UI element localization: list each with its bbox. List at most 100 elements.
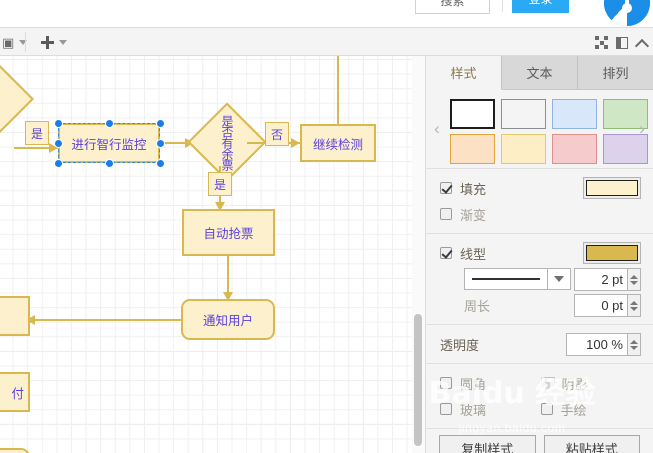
- search-button[interactable]: 搜索: [415, 0, 490, 14]
- swatch-next-button[interactable]: ›: [639, 119, 645, 138]
- node-shifou-chexiao[interactable]: 是否撤销: [0, 57, 35, 141]
- perimeter-value[interactable]: 0 pt: [574, 294, 628, 317]
- diagram-canvas[interactable]: 是否撤销 是 进行智行监控 是否有余票 否 继续检测 是 自动抢票 通知用户: [0, 56, 412, 453]
- node-jixu-jiance[interactable]: 继续检测: [300, 124, 376, 162]
- connector-chexiao-to-jiankong: [14, 147, 60, 149]
- node-label: 自动抢票: [203, 226, 254, 241]
- line-label: 线型: [460, 247, 487, 263]
- line-color-button[interactable]: [583, 242, 641, 264]
- effects-section: 圆角 阴影 玻璃 手绘: [426, 363, 653, 428]
- collapse-icon[interactable]: [636, 37, 647, 48]
- chevron-down-icon: [59, 40, 67, 45]
- opacity-value[interactable]: 100 %: [566, 333, 628, 356]
- fill-label: 填充: [460, 182, 487, 198]
- resize-handle-nw[interactable]: [54, 119, 63, 128]
- edge-label-shi-1[interactable]: 是: [25, 121, 49, 145]
- line-width-spin-buttons[interactable]: [628, 268, 641, 291]
- swatch-red[interactable]: [552, 134, 597, 164]
- fill-color-button[interactable]: [583, 177, 641, 199]
- line-style-select[interactable]: [464, 268, 571, 290]
- shape-library-icon: ▣: [2, 34, 15, 50]
- corner-label: 圆角: [460, 377, 487, 393]
- resize-handle-n[interactable]: [105, 119, 114, 128]
- swatch-gray[interactable]: [501, 99, 546, 129]
- glass-row[interactable]: 玻璃: [440, 396, 541, 422]
- swatch-blue[interactable]: [552, 99, 597, 129]
- format-panel-tabs: 样式 文本 排列: [426, 56, 653, 90]
- canvas-vertical-scrollbar[interactable]: [412, 56, 425, 453]
- sketch-row[interactable]: 手绘: [540, 396, 642, 422]
- node-label: 是否撤销: [0, 70, 22, 128]
- resize-handle-e[interactable]: [156, 139, 165, 148]
- glass-checkbox[interactable]: [440, 403, 452, 415]
- fill-section: 填充 渐变: [426, 168, 653, 233]
- top-divider: [502, 0, 503, 12]
- node-zidong-qiangpiao[interactable]: 自动抢票: [182, 209, 275, 256]
- resize-handle-se[interactable]: [156, 159, 165, 168]
- tab-text[interactable]: 文本: [502, 56, 578, 89]
- resize-handle-ne[interactable]: [156, 119, 165, 128]
- style-action-buttons: 复制样式 粘贴样式: [426, 428, 653, 453]
- style-swatch-area: ‹ ›: [426, 90, 653, 168]
- arrow-head: [26, 315, 35, 325]
- node-tongzhi-yonghu[interactable]: 通知用户: [181, 299, 275, 340]
- resize-handle-sw[interactable]: [54, 159, 63, 168]
- fill-checkbox[interactable]: [440, 182, 452, 194]
- swatch-purple[interactable]: [603, 134, 648, 164]
- resize-handle-s[interactable]: [105, 159, 114, 168]
- copy-style-button[interactable]: 复制样式: [439, 435, 536, 453]
- swatch-prev-button[interactable]: ‹: [434, 119, 440, 138]
- edge-label-fou[interactable]: 否: [265, 122, 289, 146]
- perimeter-row: 周长 0 pt: [440, 292, 641, 318]
- node-label: 继续检测: [312, 136, 363, 152]
- shape-library-menu[interactable]: ▣: [2, 28, 28, 57]
- browser-top-bar: 搜索 登录: [0, 0, 653, 27]
- fit-to-screen-icon[interactable]: [595, 36, 608, 49]
- gradient-label: 渐变: [460, 208, 487, 224]
- gradient-row[interactable]: 渐变: [440, 201, 641, 227]
- swatch-orange[interactable]: [450, 134, 495, 164]
- node-left-clipped-1[interactable]: [0, 296, 30, 336]
- edge-label-shi-2[interactable]: 是: [208, 172, 232, 196]
- swatch-green[interactable]: [603, 99, 648, 129]
- line-row[interactable]: 线型: [440, 240, 641, 266]
- perimeter-spin-buttons[interactable]: [628, 294, 641, 317]
- glass-label: 玻璃: [460, 403, 487, 419]
- corner-row[interactable]: 圆角: [440, 370, 541, 396]
- connector-qiangpiao-to-tongzhi: [227, 256, 229, 301]
- fill-row[interactable]: 填充: [440, 175, 641, 201]
- format-panel: 样式 文本 排列 ‹ › 填充 渐变 线: [425, 56, 653, 453]
- line-width-stepper[interactable]: 2 pt: [574, 268, 641, 291]
- shadow-icon: [540, 376, 555, 390]
- node-shifou-youpiao[interactable]: 是否有余票: [187, 102, 267, 182]
- baidu-logo-icon: [604, 0, 650, 26]
- node-left-clipped-3[interactable]: [0, 448, 30, 453]
- add-shape-button[interactable]: [41, 28, 67, 57]
- tab-layout[interactable]: 排列: [578, 56, 653, 89]
- paste-style-button[interactable]: 粘贴样式: [543, 435, 640, 453]
- node-label: 进行智行监控: [71, 136, 147, 152]
- opacity-spin-buttons[interactable]: [628, 333, 641, 356]
- sketch-checkbox[interactable]: [540, 403, 553, 415]
- node-left-clipped-2[interactable]: 付: [0, 372, 30, 412]
- swatch-grid: [450, 99, 648, 164]
- line-width-value[interactable]: 2 pt: [574, 268, 628, 291]
- resize-handle-w[interactable]: [54, 139, 63, 148]
- gradient-checkbox[interactable]: [440, 208, 452, 220]
- line-checkbox[interactable]: [440, 247, 452, 259]
- node-jinxing-zhixing-jiankong[interactable]: 进行智行监控: [58, 123, 160, 163]
- arrow-head: [49, 143, 58, 153]
- shadow-row[interactable]: 阴影: [540, 370, 642, 396]
- node-label: 通知用户: [202, 313, 253, 328]
- opacity-stepper[interactable]: 100 %: [566, 333, 641, 356]
- node-label: 是否有余票: [220, 114, 234, 170]
- toggle-panel-icon[interactable]: [616, 36, 628, 49]
- swatch-white[interactable]: [450, 99, 495, 129]
- swatch-yellow[interactable]: [501, 134, 546, 164]
- login-button[interactable]: 登录: [512, 0, 569, 13]
- tab-style[interactable]: 样式: [426, 56, 502, 90]
- corner-checkbox[interactable]: [440, 377, 452, 389]
- chevron-down-icon[interactable]: [547, 269, 570, 289]
- scrollbar-thumb[interactable]: [414, 314, 422, 446]
- perimeter-stepper[interactable]: 0 pt: [574, 294, 641, 317]
